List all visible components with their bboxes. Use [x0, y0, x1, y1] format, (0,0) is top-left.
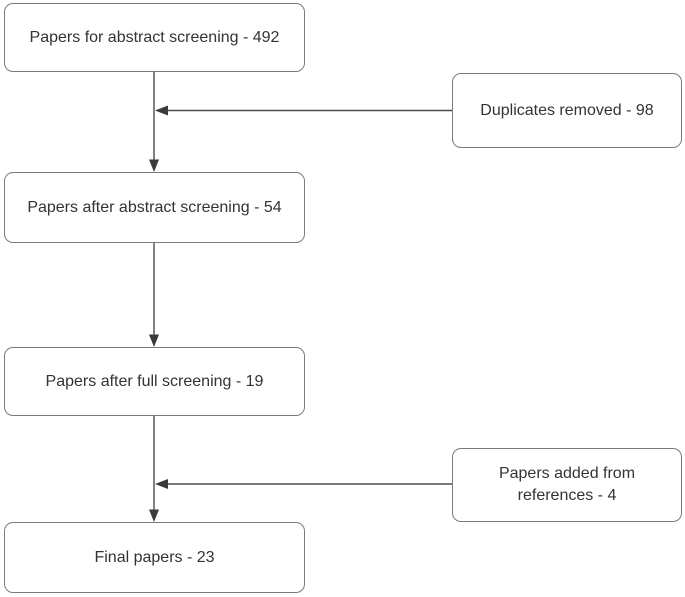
node-label: Papers after abstract screening - 54	[27, 198, 282, 216]
arrow-references-added	[155, 479, 452, 489]
arrow-to-abstract-screening	[149, 72, 159, 172]
node-papers-after-full-screening: Papers after full screening - 19	[4, 347, 305, 416]
arrow-duplicates-removed	[155, 105, 452, 116]
arrow-to-final-papers	[149, 416, 159, 522]
node-papers-after-abstract-screening: Papers after abstract screening - 54	[4, 172, 305, 243]
arrow-to-full-screening	[149, 243, 159, 347]
node-label: Duplicates removed - 98	[480, 101, 654, 119]
node-label: Final papers - 23	[94, 548, 215, 566]
node-duplicates-removed: Duplicates removed - 98	[452, 73, 682, 148]
node-label: Papers for abstract screening - 492	[29, 28, 280, 46]
node-papers-added-from-references: Papers added from references - 4	[452, 448, 682, 522]
node-papers-for-abstract-screening: Papers for abstract screening - 492	[4, 3, 305, 72]
node-final-papers: Final papers - 23	[4, 522, 305, 593]
node-label: Papers after full screening - 19	[45, 372, 264, 390]
node-label: Papers added from references - 4	[498, 465, 636, 504]
